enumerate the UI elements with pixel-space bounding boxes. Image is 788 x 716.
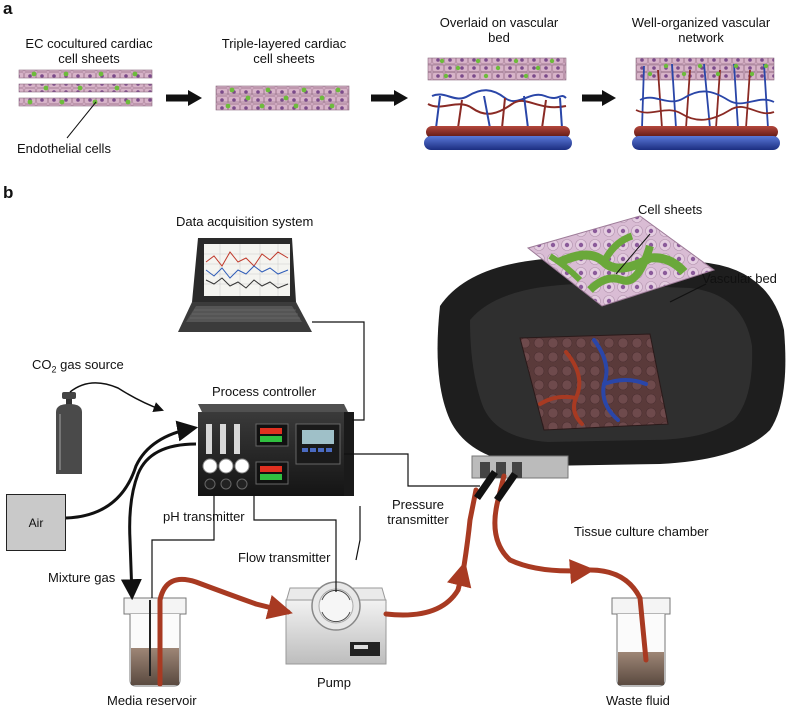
media-reservoir-label: Media reservoir — [107, 693, 197, 708]
media-tubing — [157, 473, 649, 687]
panel-a-label: a — [3, 0, 13, 18]
process-controller-label: Process controller — [212, 384, 317, 399]
laptop-icon — [178, 238, 312, 332]
waste-fluid-jar — [611, 597, 671, 687]
air-label: Air — [28, 515, 44, 530]
stage-2-label: Triple-layered cardiac cell sheets — [221, 36, 347, 66]
chamber-connectors — [474, 470, 518, 502]
stage-3-label: Overlaid on vascular bed — [439, 15, 559, 45]
data-acquisition-label: Data acquisition system — [176, 214, 314, 229]
waste-fluid-label: Waste fluid — [606, 693, 670, 708]
ec-cocultured-sheets — [18, 69, 153, 139]
air-source-box: Air — [6, 494, 66, 551]
cell-sheet-stack — [526, 215, 716, 307]
pressure-transmitter-label: Pressure transmitter — [387, 497, 449, 527]
cell-sheets-label: Cell sheets — [638, 202, 703, 217]
pump-label: Pump — [317, 675, 351, 690]
cell-sheets-pointer — [615, 233, 651, 275]
endothelial-pointer — [66, 101, 97, 139]
mixture-gas-label: Mixture gas — [48, 570, 116, 585]
well-organized-network — [632, 57, 780, 150]
vascular-bed-label: Vascular bed — [702, 271, 777, 286]
overlaid-vascular-bed — [424, 57, 572, 150]
endothelial-cells-label: Endothelial cells — [17, 141, 111, 156]
tissue-culture-chamber — [437, 258, 786, 479]
triple-layered-sheets — [215, 85, 350, 111]
tissue-culture-chamber-label: Tissue culture chamber — [574, 524, 709, 539]
flow-transmitter-label: Flow transmitter — [238, 550, 331, 565]
co2-gas-source-label: CO2 gas source — [32, 357, 124, 375]
pump-icon — [285, 581, 387, 665]
ph-transmitter-label: pH transmitter — [163, 509, 245, 524]
signal-lines — [151, 321, 480, 598]
process-controller-box — [198, 404, 354, 496]
media-reservoir-jar — [123, 597, 187, 687]
gas-cylinder-icon — [56, 392, 82, 474]
stage-4-label: Well-organized vascular network — [631, 15, 771, 45]
vascular-bed-pointer — [669, 283, 707, 303]
panel-b-label: b — [3, 183, 14, 202]
stage-1-label: EC cocultured cardiac cell sheets — [25, 36, 153, 66]
gas-lines — [65, 382, 199, 601]
